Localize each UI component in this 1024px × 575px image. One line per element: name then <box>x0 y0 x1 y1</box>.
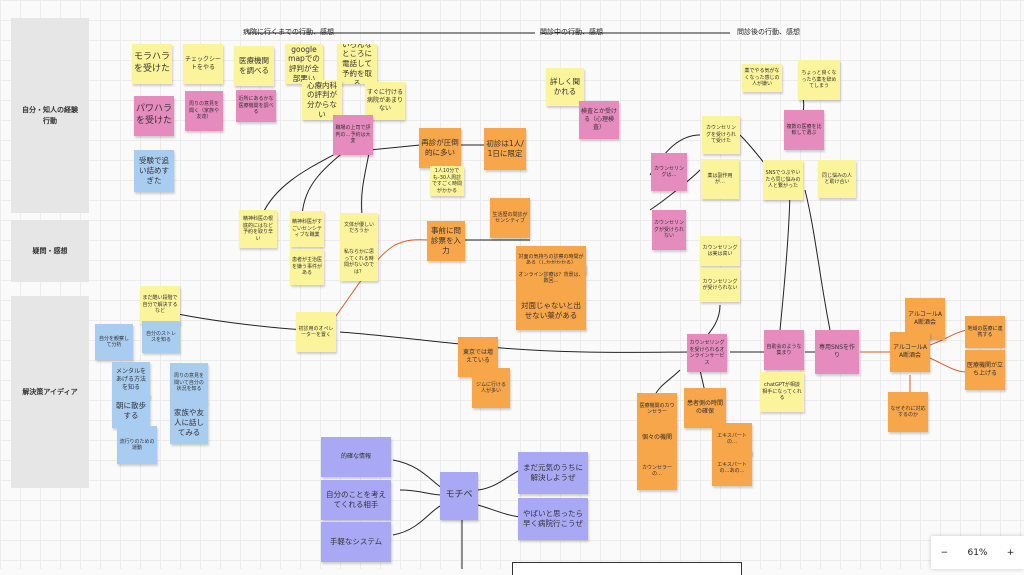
sticky-note[interactable]: 専用SNSを作り <box>815 330 859 374</box>
row-label-questions: 疑問・感想 <box>11 220 89 282</box>
sticky-note[interactable]: 私ならかに思ってくれる時間がないのでは？ <box>340 243 378 281</box>
sticky-note[interactable]: 近所にあるかな医療機関を調べる <box>236 90 276 122</box>
sticky-note[interactable]: 職場の上司で評判の…予約は大変 <box>333 115 373 155</box>
phase-during: 問診中の行動、感想 <box>540 28 603 36</box>
sticky-note[interactable]: 薬でやる気がなくなった感じの人が嫌い <box>742 64 782 92</box>
sticky-note[interactable]: カウンセラーの… <box>637 452 677 490</box>
sticky-note[interactable]: まだ元気のうちに解決しようぜ <box>518 452 588 494</box>
sticky-note[interactable]: 検査とか受ける（心理検査） <box>579 101 619 139</box>
sticky-note[interactable]: カウンセリングを受けられるオンラインサービス <box>687 334 727 372</box>
zoom-in-button[interactable]: + <box>1006 547 1015 558</box>
row-label-experience: 自分・知人の経験 行動 <box>11 18 89 213</box>
sticky-note[interactable]: 医療機関を調べる <box>234 46 274 86</box>
sticky-note[interactable]: いろんなところに電話して予約を取る <box>337 44 377 84</box>
sticky-note[interactable]: 自助会のような集まり <box>764 330 804 370</box>
sticky-note[interactable]: モラハラを受けた <box>132 44 172 84</box>
sticky-note[interactable]: 患者側の時間の確保 <box>684 388 726 428</box>
sticky-note[interactable]: チェックシートをやる <box>183 44 223 84</box>
sticky-note[interactable]: 精神科医の根底的にはなど予約を取り辛い <box>239 210 277 248</box>
sticky-note[interactable]: 薬は副作用が… <box>701 159 739 199</box>
sticky-note[interactable]: 対面じゃないと出せない薬がある <box>516 292 586 330</box>
sticky-note[interactable]: エキスパートの…あの… <box>712 450 752 486</box>
sticky-note[interactable]: 家族や友人に話してみる <box>170 402 208 444</box>
sticky-note[interactable]: 個々の機関 <box>637 424 677 452</box>
zoom-out-button[interactable]: − <box>940 547 949 558</box>
sticky-note[interactable]: 文体が優しいだろうか <box>340 213 378 243</box>
sticky-note[interactable]: すぐに行ける病院があまりない <box>365 82 405 120</box>
sticky-note[interactable]: カウンセリングは実は高い <box>700 236 740 266</box>
sticky-note[interactable]: なぜそれに対応するのか <box>888 392 928 432</box>
sticky-note[interactable]: メンタルをあげる方法を知る <box>112 362 150 398</box>
sticky-note[interactable]: 医療機関が立ち上げる <box>965 350 1005 390</box>
sticky-note[interactable]: カウンセリングを受けられて受けた <box>702 116 740 154</box>
sticky-note[interactable]: やばいと思ったら早く病院行こうぜ <box>518 498 588 540</box>
sticky-note[interactable]: 朝に散歩する <box>112 394 150 428</box>
sticky-note[interactable]: エキスパートの… <box>712 423 752 455</box>
sticky-note[interactable]: ちょっと良くなったら薬を辞めてしまう <box>798 60 840 100</box>
sticky-note[interactable]: 受験で追い詰めすぎた <box>134 150 174 192</box>
sticky-note[interactable]: 精神科医がすごいセンシティブな職業 <box>290 211 324 247</box>
sticky-note[interactable]: アルコールAA断酒会 <box>890 332 930 372</box>
sticky-note[interactable]: 複数の医療を比較して選ぶ <box>784 110 824 150</box>
zoom-control: − 61% + <box>931 536 1024 569</box>
sticky-note[interactable]: 1人10分でも-30人周診ですごく時間がかかる <box>430 166 464 196</box>
phase-after: 問診後の行動、感想 <box>737 28 800 36</box>
sticky-note[interactable]: 生活歴の問診がセンシティブ <box>490 198 530 238</box>
sticky-note[interactable]: 自分のことを考えてくれる相手 <box>321 480 391 520</box>
sticky-note[interactable]: 患者が主治医を嫌う事件がある <box>290 249 324 285</box>
sticky-note[interactable]: 初診は1人/1日に限定 <box>484 128 526 170</box>
sticky-note[interactable]: 同じ悩みの人と助け合い <box>818 160 856 198</box>
sticky-note[interactable]: google mapでの評判が全部悪い <box>285 44 323 84</box>
sticky-note[interactable]: パワハラを受けた <box>134 96 174 136</box>
sticky-note[interactable]: カウンセリングが受けられない <box>652 210 686 250</box>
sticky-note[interactable]: 自分を観察して分析 <box>95 324 133 360</box>
sticky-note[interactable]: カウンセリングが受けられない <box>700 268 740 302</box>
sticky-note[interactable]: 心療内科の評判が分からない <box>302 80 342 120</box>
sticky-note[interactable]: カウンセリングは… <box>651 153 687 191</box>
sticky-note[interactable]: 流行りのための運動 <box>117 426 157 464</box>
row-label-ideas: 解決策アイディア <box>11 296 89 488</box>
sticky-note[interactable]: 初診用のオペレーターを置く <box>296 312 336 352</box>
sticky-note[interactable]: ジムに行ける人が多い <box>472 368 510 408</box>
phase-before: 病院に行くまでの行動、感想 <box>243 28 334 36</box>
sticky-note[interactable]: 的確な情報 <box>321 437 391 477</box>
sticky-note[interactable]: モチベ <box>440 472 478 520</box>
sticky-note[interactable]: 詳しく聞かれる <box>546 68 584 106</box>
zoom-level: 61% <box>967 547 988 558</box>
sticky-note[interactable]: 周りの意見を聞いて自分の状況を知る <box>170 363 208 403</box>
sticky-note[interactable]: オンライン診療は？背景は、数回… <box>516 264 586 292</box>
sticky-note[interactable]: 地域の医療に連携する <box>965 316 1005 348</box>
sticky-note[interactable]: SNSでつぶやいたら同じ悩みの人と繋がった <box>763 160 803 200</box>
sticky-note[interactable]: 手軽なシステム <box>321 522 391 562</box>
sticky-note[interactable]: 医療機関のカウンセラー <box>637 393 677 425</box>
sticky-note[interactable]: 再診が圧倒的に多い <box>419 128 461 168</box>
sticky-note[interactable]: まだ酷い段階で自分で解決するなど <box>140 286 180 324</box>
sticky-note[interactable]: chatGPTが相談相手になってくれる <box>760 372 804 412</box>
sticky-note[interactable]: 事前に問診票を入力 <box>427 221 465 261</box>
sticky-note[interactable]: 自分のストレスを知る <box>142 321 180 353</box>
sticky-note[interactable]: 周りの意見を聞く（家族や友達） <box>185 91 223 131</box>
